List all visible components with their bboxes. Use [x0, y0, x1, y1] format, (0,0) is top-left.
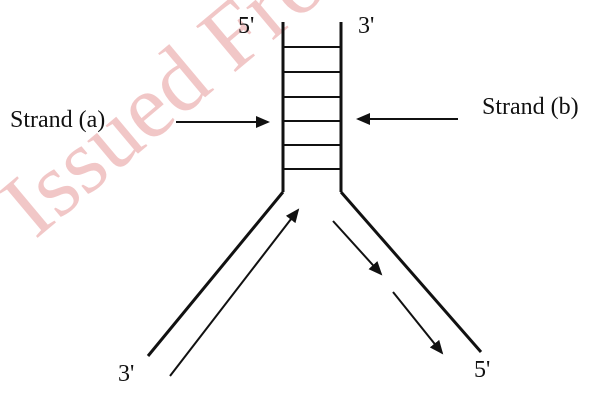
- label-top-5-prime: 5': [238, 13, 255, 39]
- left-arm-synthesis-arrow: [169, 208, 300, 377]
- label-bottom-5-prime: 5': [474, 357, 491, 383]
- base-pair-rungs: [283, 46, 341, 170]
- label-strand-a: Strand (a): [10, 107, 106, 133]
- label-top-3-prime: 3': [358, 13, 375, 39]
- right-arm-synthesis-arrow-2: [392, 291, 444, 355]
- right-arm-synthesis-arrow-1: [332, 220, 383, 276]
- strand-b-fork-arm: [339, 191, 483, 353]
- label-strand-b: Strand (b): [482, 94, 579, 120]
- label-bottom-3-prime: 3': [118, 361, 135, 387]
- strand-a-fork-arm: [146, 191, 285, 357]
